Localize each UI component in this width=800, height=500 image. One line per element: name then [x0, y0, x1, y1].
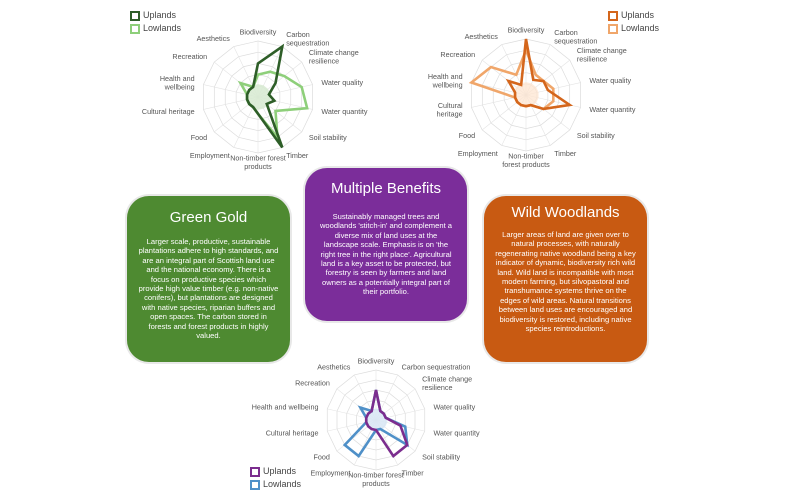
legend-item-uplands: Uplands [250, 465, 301, 478]
radar-core [513, 82, 539, 108]
legend-item-lowlands: Lowlands [130, 22, 181, 35]
radar-axis-label: Aesthetics [465, 32, 499, 41]
box-title: Multiple Benefits [330, 180, 442, 197]
box-text: Sustainably managed trees and woodlands … [319, 212, 453, 297]
box-title: Green Gold [169, 209, 248, 226]
radar-axis-label: Water quality [434, 402, 476, 411]
radar-axis-label: Timber [286, 151, 309, 160]
radar-axis-label: Employment [190, 151, 230, 160]
legend-label: Uplands [143, 10, 177, 20]
legend-item-lowlands: Lowlands [608, 22, 659, 35]
radar-axis-label: Biodiversity [358, 357, 395, 366]
radar-axis-label: Water quantity [589, 105, 635, 114]
radar-axis-label: Aesthetics [197, 34, 231, 43]
radar-axis-label: Health and wellbeing [252, 402, 319, 411]
radar-series-uplands [245, 43, 285, 149]
green-gold-box: Green Gold Larger scale, productive, sus… [127, 196, 290, 362]
legend-swatch [608, 10, 618, 21]
legend-label: Lowlands [143, 23, 182, 33]
radar-axis-label: Carbon sequestration [402, 362, 471, 371]
legend-purple: Uplands Lowlands [250, 465, 301, 491]
radar-axis-label: Food [191, 133, 207, 142]
radar-axis-label: Employment [458, 149, 498, 158]
radar-axis-label: Soil stability [309, 133, 347, 142]
legend-label: Lowlands [263, 479, 302, 489]
legend-item-lowlands: Lowlands [250, 478, 301, 491]
legend-item-uplands: Uplands [130, 9, 181, 22]
radar-axis-label: Timber [554, 149, 577, 158]
radar-core [245, 84, 271, 110]
radar-axis-label: Timber [402, 469, 425, 478]
radar-series-uplands [505, 38, 574, 111]
legend-swatch [130, 10, 140, 21]
radar-axis-label: Recreation [172, 52, 207, 61]
radar-core [364, 408, 388, 432]
legend-label: Uplands [263, 466, 297, 476]
legend-swatch [130, 23, 140, 34]
radar-axis-label: Food [313, 452, 329, 461]
legend-orange: Uplands Lowlands [608, 9, 659, 35]
radar-series-uplands [364, 389, 409, 458]
radar-axis-label: Cultural heritage [142, 107, 195, 116]
box-title: Wild Woodlands [511, 204, 620, 221]
legend-swatch [250, 466, 260, 477]
legend-swatch [250, 479, 260, 490]
radar-axis-label: Aesthetics [317, 362, 351, 371]
radar-axis-label: Employment [310, 469, 350, 478]
box-text: Larger areas of land are given over to n… [495, 230, 636, 334]
radar-axis-label: Water quantity [321, 107, 367, 116]
radar-axis-label: Water quantity [434, 429, 480, 438]
legend-swatch [608, 23, 618, 34]
radar-axis-label: Soil stability [422, 452, 460, 461]
box-text: Larger scale, productive, sustainable pl… [138, 237, 279, 341]
legend-label: Lowlands [621, 23, 660, 33]
radar-axis-label: Recreation [440, 50, 475, 59]
radar-axis-label: Soil stability [577, 131, 615, 140]
legend-label: Uplands [621, 10, 655, 20]
radar-axis-label: Food [459, 131, 475, 140]
legend-green: Uplands Lowlands [130, 9, 181, 35]
wild-woodlands-box: Wild Woodlands Larger areas of land are … [484, 196, 647, 362]
legend-item-uplands: Uplands [608, 9, 659, 22]
radar-axis-label: Water quality [589, 76, 631, 85]
radar-axis-label: Biodiversity [508, 26, 545, 35]
radar-axis-label: Recreation [295, 379, 330, 388]
radar-axis-label: Cultural heritage [266, 429, 319, 438]
radar-axis-label: Biodiversity [240, 28, 277, 37]
radar-axis-label: Water quality [321, 78, 363, 87]
multiple-benefits-box: Multiple Benefits Sustainably managed tr… [305, 168, 467, 321]
